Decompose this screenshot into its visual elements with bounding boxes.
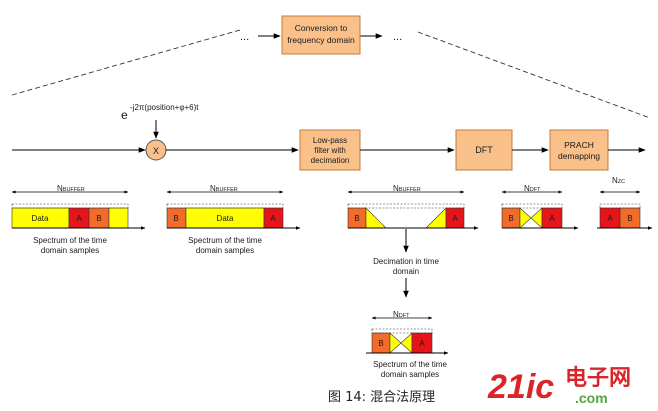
svg-text:A: A: [270, 214, 276, 223]
low-pass-filter-box: [299, 129, 361, 171]
svg-text:B: B: [96, 214, 101, 223]
svg-text:NBUFFER: NBUFFER: [210, 184, 238, 193]
zoom-line-right: [417, 31, 651, 119]
svg-text:A: A: [419, 339, 425, 348]
svg-text:Data: Data: [32, 214, 49, 223]
n-zc-label: N: [612, 176, 618, 185]
svg-text:B: B: [354, 214, 359, 223]
svg-text:B: B: [627, 214, 632, 223]
svg-text:NDFT: NDFT: [393, 310, 410, 319]
watermark-com: .com: [575, 390, 608, 406]
signal-chain: X e -j2π(position+φ+6)t Low-pass filter …: [12, 103, 646, 171]
zoom-line-left: [11, 29, 241, 96]
n-buffer-label: N: [57, 184, 63, 193]
ellipsis-left: ...: [240, 31, 249, 43]
dft-box: [455, 129, 513, 171]
spectrum-caption-1: Spectrum of the time: [188, 236, 262, 245]
n-buffer-label: N: [210, 184, 216, 193]
spectrum-1: NBUFFER Data A B Spectrum of the time do…: [11, 184, 146, 255]
n-dft-label: N: [393, 310, 399, 319]
svg-text:B: B: [378, 339, 383, 348]
filter-slope-right: [425, 207, 447, 229]
spectrum-4: NDFT B A: [501, 184, 579, 230]
lpf-line2: filter with: [314, 146, 346, 155]
spectrum-caption-2: domain samples: [41, 246, 99, 255]
ellipsis-right: ...: [393, 31, 402, 43]
spectrum-caption-2: domain samples: [196, 246, 254, 255]
spectrum-caption-2: domain samples: [381, 370, 439, 379]
lpf-line1: Low-pass: [313, 136, 347, 145]
spectrum-6: NDFT B A Spectrum of the time domain sam…: [366, 310, 449, 379]
top-section: ... ... Conversion to frequency domain: [11, 15, 651, 119]
svg-text:B: B: [173, 214, 178, 223]
watermark-cn: 电子网: [565, 366, 631, 391]
spectrum-3: NBUFFER B A: [347, 184, 479, 253]
svg-text:Data: Data: [217, 214, 234, 223]
prach-line1: PRACH: [564, 140, 594, 150]
conversion-box-line2: frequency domain: [287, 35, 355, 45]
lpf-line3: decimation: [311, 156, 350, 165]
conversion-box: [281, 15, 361, 55]
svg-text:NBUFFER: NBUFFER: [57, 184, 85, 193]
svg-text:A: A: [549, 214, 555, 223]
spectrum-caption-1: Spectrum of the time: [33, 236, 107, 245]
watermark-logo: 21ic 电子网 .com: [487, 366, 631, 406]
mixer-label: X: [153, 146, 159, 156]
prach-line2: demapping: [558, 151, 600, 161]
svg-text:B: B: [508, 214, 513, 223]
decimation-note-line1: Decimation in time: [373, 257, 439, 266]
svg-text:A: A: [76, 214, 82, 223]
svg-text:NZC: NZC: [612, 176, 625, 185]
svg-text:A: A: [452, 214, 458, 223]
decimation-note-line2: domain: [393, 267, 419, 276]
svg-text:A: A: [607, 214, 613, 223]
n-dft-label: N: [524, 184, 530, 193]
svg-text:NDFT: NDFT: [524, 184, 541, 193]
watermark-21ic: 21ic: [487, 368, 554, 406]
dft-label: DFT: [475, 145, 493, 155]
n-buffer-label: N: [393, 184, 399, 193]
conversion-box-line1: Conversion to: [295, 23, 348, 33]
spectrum-2: NBUFFER B Data A Spectrum of the time do…: [166, 184, 301, 255]
exponent-power: -j2π(position+φ+6)t: [130, 103, 199, 112]
filter-slope-left: [365, 207, 387, 229]
spectrum-5: NZC A B: [597, 176, 653, 230]
svg-text:NBUFFER: NBUFFER: [393, 184, 421, 193]
prach-demapping-box: [549, 129, 609, 171]
exponent-base: e: [121, 108, 128, 122]
data-block-tail: [108, 207, 129, 229]
figure-caption: 图 14: 混合法原理: [328, 390, 435, 405]
spectrum-caption-1: Spectrum of the time: [373, 360, 447, 369]
